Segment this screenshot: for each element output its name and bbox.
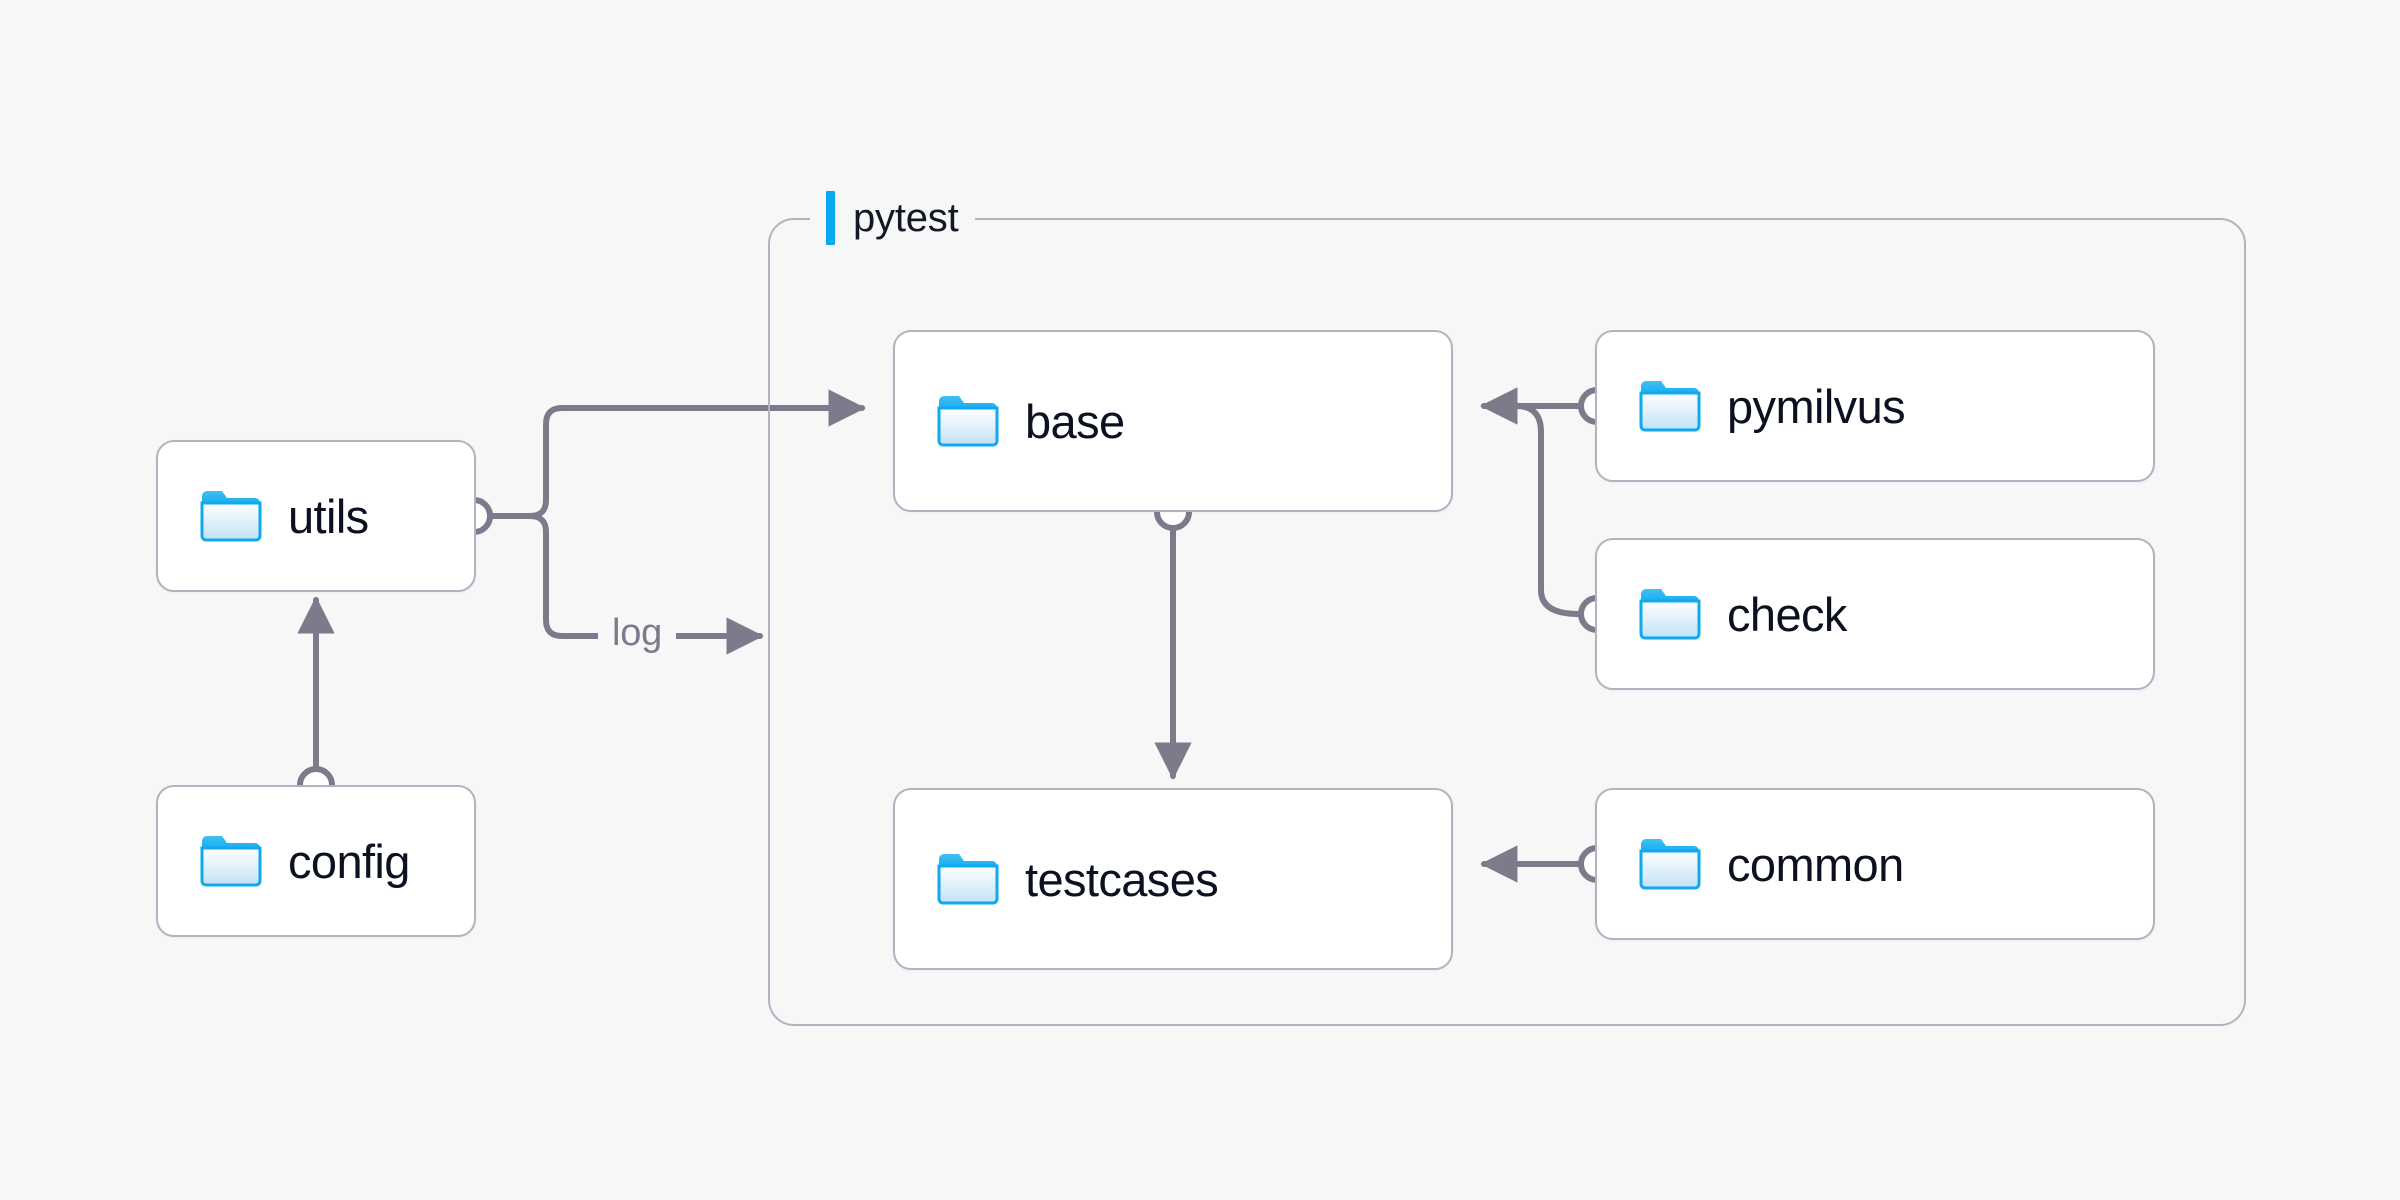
node-label: utils — [288, 489, 369, 543]
node-pymilvus[interactable]: pymilvus — [1595, 330, 2155, 482]
folder-icon — [200, 834, 262, 888]
edge-label-log: log — [598, 612, 677, 655]
group-accent-bar — [826, 191, 835, 245]
group-pytest-title: pytest — [810, 191, 975, 245]
node-label: common — [1727, 837, 1904, 891]
node-testcases[interactable]: testcases — [893, 788, 1453, 970]
node-config[interactable]: config — [156, 785, 476, 937]
node-check[interactable]: check — [1595, 538, 2155, 690]
node-label: base — [1025, 394, 1125, 448]
node-label: testcases — [1025, 852, 1219, 906]
group-pytest[interactable] — [768, 218, 2246, 1026]
folder-icon — [1639, 837, 1701, 891]
folder-icon — [937, 394, 999, 448]
group-title-label: pytest — [853, 195, 959, 240]
node-common[interactable]: common — [1595, 788, 2155, 940]
node-base[interactable]: base — [893, 330, 1453, 512]
folder-icon — [1639, 379, 1701, 433]
node-utils[interactable]: utils — [156, 440, 476, 592]
folder-icon — [1639, 587, 1701, 641]
folder-icon — [937, 852, 999, 906]
node-label: check — [1727, 587, 1847, 641]
node-label: config — [288, 834, 410, 888]
folder-icon — [200, 489, 262, 543]
node-label: pymilvus — [1727, 379, 1906, 433]
